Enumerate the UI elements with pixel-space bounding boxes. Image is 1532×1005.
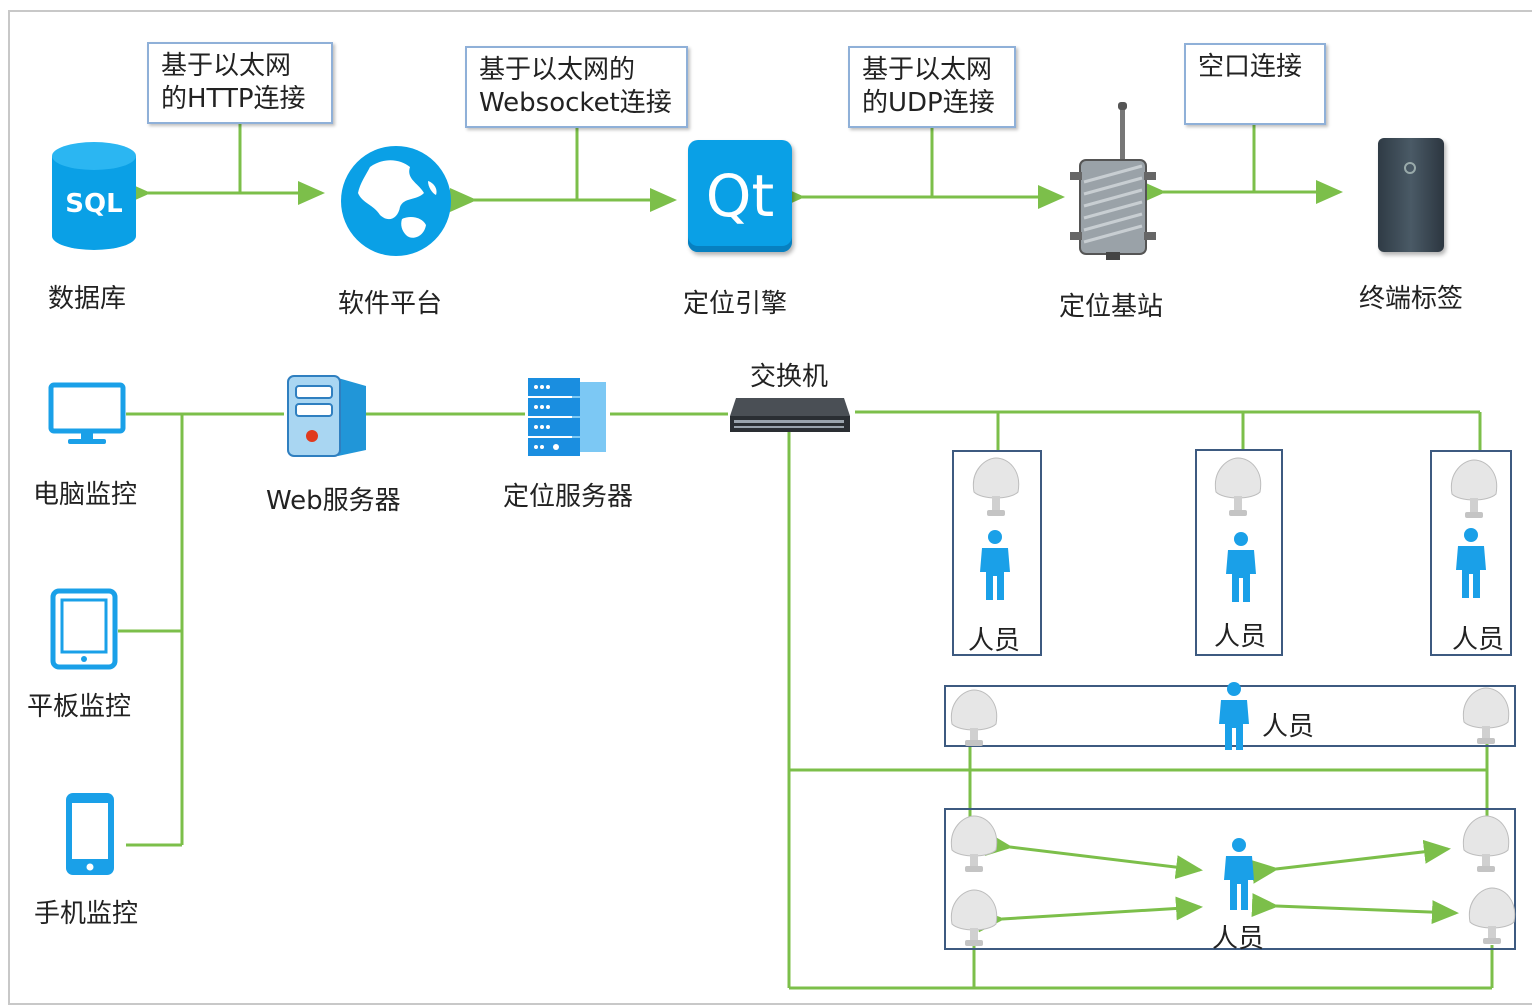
tablet-icon: [50, 588, 118, 670]
callout-air: 空口连接: [1184, 43, 1326, 125]
anchor-icon: [1462, 687, 1510, 744]
anchor-icon: [1450, 459, 1498, 518]
callout-http: 基于以太网 的HTTP连接: [147, 42, 333, 124]
label-base-station: 定位基站: [1059, 292, 1164, 322]
range-arrow-br: [1251, 893, 1459, 925]
zone-box-3: [1430, 450, 1512, 656]
qt-icon: Qt: [688, 140, 792, 252]
label-web-server: Web服务器: [266, 486, 401, 516]
label-person: 人员: [1214, 622, 1267, 652]
person-icon: [1226, 532, 1256, 602]
callout-websocket: 基于以太网的 Websocket连接: [465, 46, 688, 128]
label-switch: 交换机: [750, 362, 829, 392]
label-phone-monitor: 手机监控: [34, 899, 139, 929]
database-icon-text: SQL: [65, 189, 122, 219]
label-location-server: 定位服务器: [503, 482, 634, 512]
qt-icon-text: Qt: [705, 162, 775, 230]
zone-box-area: [944, 808, 1516, 950]
anchor-icon: [950, 815, 998, 872]
anchor-icon: [972, 457, 1020, 516]
anchor-icon: [1462, 815, 1510, 872]
label-pc-monitor: 电脑监控: [33, 480, 138, 510]
person-icon: [1219, 682, 1249, 750]
range-arrow-bl: [977, 896, 1203, 933]
person-icon: [1224, 838, 1254, 910]
location-server-icon: [528, 378, 606, 456]
label-person: 人员: [968, 626, 1021, 656]
label-software-platform: 软件平台: [338, 289, 443, 319]
phone-icon: [66, 793, 114, 875]
anchor-icon: [950, 689, 998, 746]
label-person: 人员: [1212, 924, 1265, 954]
label-database: 数据库: [48, 284, 127, 314]
globe-icon: [341, 146, 451, 256]
anchor-icon: [1214, 457, 1262, 516]
label-person: 人员: [1262, 712, 1315, 742]
anchor-icon: [950, 889, 998, 946]
label-tablet-monitor: 平板监控: [27, 692, 132, 722]
switch-icon: [730, 398, 850, 432]
label-terminal-tag: 终端标签: [1359, 284, 1464, 314]
zone-box-1: [952, 450, 1042, 656]
label-positioning-engine: 定位引擎: [683, 289, 788, 319]
anchor-icon: [1468, 887, 1516, 944]
range-arrow-tr: [1250, 839, 1451, 884]
terminal-tag-icon: [1378, 138, 1444, 252]
person-icon: [980, 530, 1010, 600]
callout-udp: 基于以太网 的UDP连接: [848, 46, 1016, 128]
web-server-icon: [287, 375, 366, 457]
label-person: 人员: [1452, 625, 1505, 655]
person-icon: [1456, 528, 1486, 598]
range-arrow-tl: [984, 832, 1203, 880]
monitor-icon: [48, 382, 126, 444]
zone-box-2: [1195, 449, 1283, 656]
database-icon: SQL: [52, 142, 136, 250]
base-station-icon: [1070, 102, 1156, 260]
